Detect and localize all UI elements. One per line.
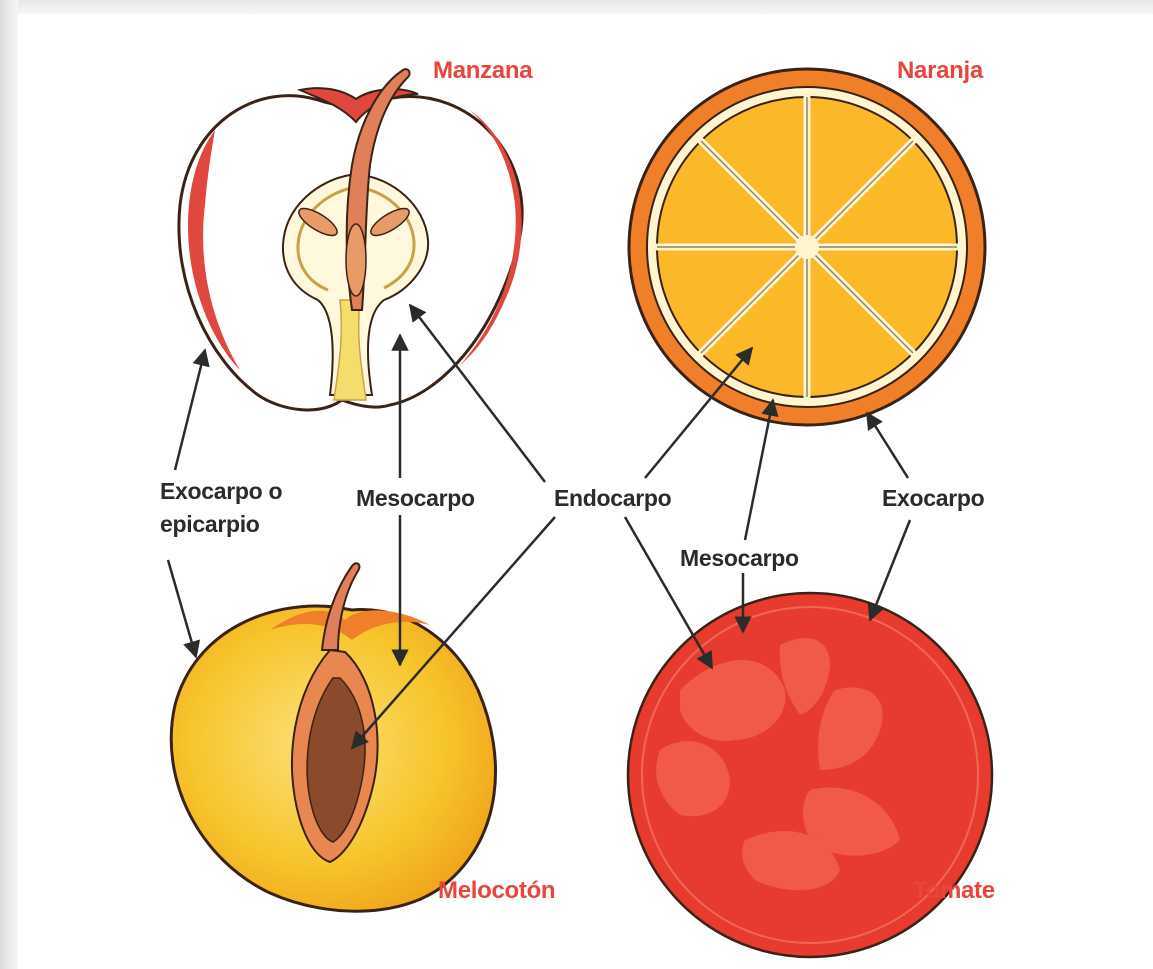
label-orange: Naranja [897,57,983,85]
label-endocarp: Endocarpo [554,482,671,515]
peach-illustration [171,563,495,911]
arrow-mesocarp-orange [745,400,773,540]
label-exocarp-epicarp-line2: epicarpio [160,508,282,541]
label-tomato: Tomate [913,877,995,905]
arrow-endocarp-tomato [625,517,712,668]
label-mesocarp-right: Mesocarpo [680,542,799,575]
label-exocarp-right: Exocarpo [882,482,984,515]
label-peach: Melocotón [438,877,555,905]
label-exocarp-epicarp: Exocarpo o epicarpio [160,475,282,541]
arrow-exocarp-apple [175,350,205,470]
apple-seed-center [346,224,366,296]
label-apple: Manzana [433,57,532,85]
arrow-exocarp-orange [867,413,908,478]
arrow-exocarp-tomato [870,520,910,620]
orange-illustration [629,69,985,425]
orange-center [795,235,819,259]
label-exocarp-epicarp-line1: Exocarpo o [160,475,282,508]
arrow-exocarp-peach [168,560,196,657]
label-mesocarp-left: Mesocarpo [356,482,475,515]
apple-illustration [179,69,522,410]
